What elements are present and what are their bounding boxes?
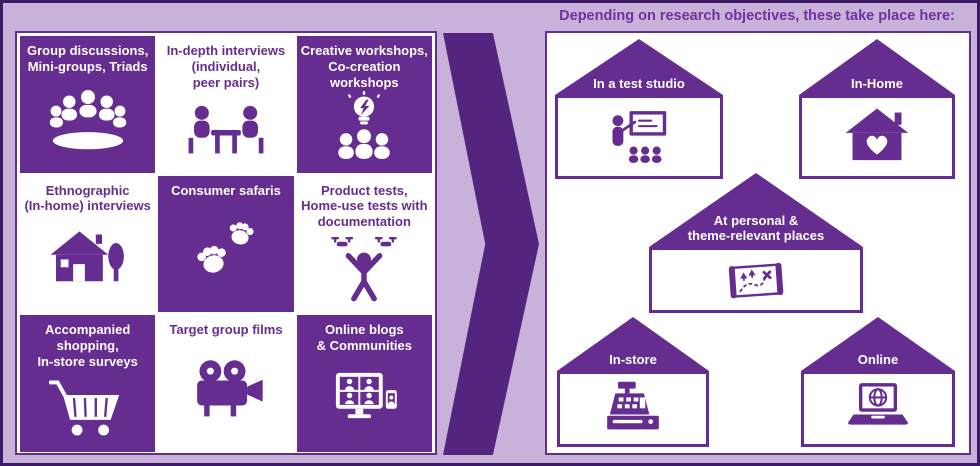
house-roof: In-Home — [799, 39, 955, 95]
method-label: Ethnographic (In-home) interviews — [24, 182, 151, 214]
method-tile-in-depth-interviews: In-depth interviews (individual, peer pa… — [158, 36, 294, 173]
location-label: In-store — [609, 352, 657, 368]
treasure-map-icon — [728, 262, 784, 299]
house-roof: In a test studio — [555, 39, 723, 95]
method-label: Target group films — [169, 322, 283, 338]
house-roof: In-store — [557, 317, 709, 371]
video-call-icon — [325, 354, 403, 448]
location-label: In-Home — [851, 76, 903, 92]
location-label: At personal & theme-relevant places — [687, 213, 825, 244]
method-tile-accompanied-shopping: Accompanied shopping, In-store surveys — [20, 315, 156, 452]
method-label: Product tests, Home-use tests with docum… — [301, 182, 428, 230]
location-label: In a test studio — [593, 76, 685, 92]
paw-prints-icon — [187, 198, 265, 308]
house-body — [801, 371, 955, 447]
method-tile-creative-workshops: Creative workshops, Co-creation workshop… — [296, 36, 432, 173]
destinations-box: In a test studio — [545, 31, 971, 455]
house-body — [555, 95, 723, 179]
method-tile-product-tests: Product tests, Home-use tests with docum… — [296, 175, 432, 313]
home-heart-icon — [845, 108, 909, 161]
methods-grid: Group discussions, Mini-groups, Triads I… — [15, 31, 437, 455]
cash-register-icon — [607, 381, 659, 430]
house-roof: At personal & theme-relevant places — [649, 173, 863, 247]
location-house-in-store: In-store — [557, 317, 709, 447]
in-depth-interviews-icon — [187, 91, 265, 169]
method-tile-ethnographic: Ethnographic (In-home) interviews — [20, 175, 156, 313]
flow-arrow — [443, 33, 539, 455]
method-label: Group discussions, Mini-groups, Triads — [26, 43, 149, 74]
presentation-icon — [612, 111, 667, 163]
house-body — [799, 95, 955, 179]
destinations-title: Depending on research objectives, these … — [559, 8, 955, 24]
house-body — [557, 371, 709, 447]
location-house-in-home: In-Home — [799, 39, 955, 179]
method-label: Creative workshops, Co-creation workshop… — [300, 43, 428, 90]
method-tile-consumer-safaris: Consumer safaris — [158, 175, 294, 313]
method-label: Accompanied shopping, In-store surveys — [37, 322, 138, 369]
method-tile-online-blogs: Online blogs & Communities — [296, 315, 432, 452]
film-camera-icon — [187, 338, 265, 448]
creative-workshops-icon — [325, 90, 403, 169]
house-roof: Online — [801, 317, 955, 371]
location-house-personal-places: At personal & theme-relevant places — [649, 173, 863, 313]
method-tile-target-group-films: Target group films — [158, 315, 294, 452]
home-tree-icon — [49, 214, 127, 308]
location-house-online: Online — [801, 317, 955, 447]
house-body — [649, 247, 863, 313]
laptop-globe-icon — [848, 383, 908, 425]
drone-person-icon — [325, 230, 403, 308]
group-discussions-icon — [49, 75, 127, 169]
method-tile-group-discussions: Group discussions, Mini-groups, Triads — [20, 36, 156, 173]
shopping-cart-icon — [48, 370, 127, 448]
location-label: Online — [857, 352, 899, 368]
method-label: Online blogs & Communities — [316, 322, 412, 354]
location-house-test-studio: In a test studio — [555, 39, 723, 179]
method-label: Consumer safaris — [171, 182, 281, 198]
method-label: In-depth interviews (individual, peer pa… — [166, 43, 286, 90]
